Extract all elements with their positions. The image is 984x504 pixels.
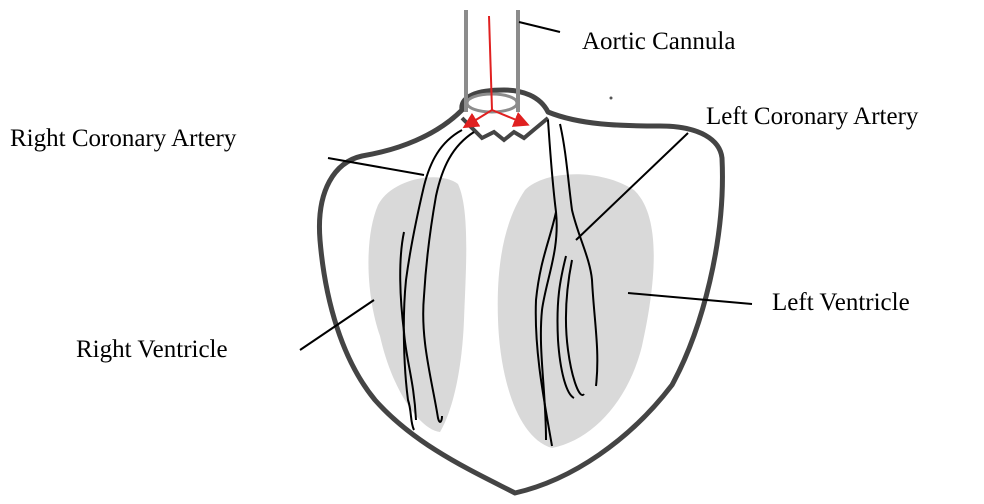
left-coronary-artery-label: Left Coronary Artery bbox=[706, 104, 918, 129]
leader-right-ventricle bbox=[300, 300, 374, 350]
left-ventricle-region bbox=[498, 174, 654, 448]
stray-dot bbox=[610, 97, 613, 100]
aortic-cannula-label: Aortic Cannula bbox=[582, 29, 735, 54]
leader-aortic-cannula bbox=[519, 22, 560, 32]
right-coronary-artery-label: Right Coronary Artery bbox=[10, 126, 236, 151]
left-ventricle-label: Left Ventricle bbox=[772, 290, 910, 315]
right-ventricle-label: Right Ventricle bbox=[76, 337, 228, 362]
